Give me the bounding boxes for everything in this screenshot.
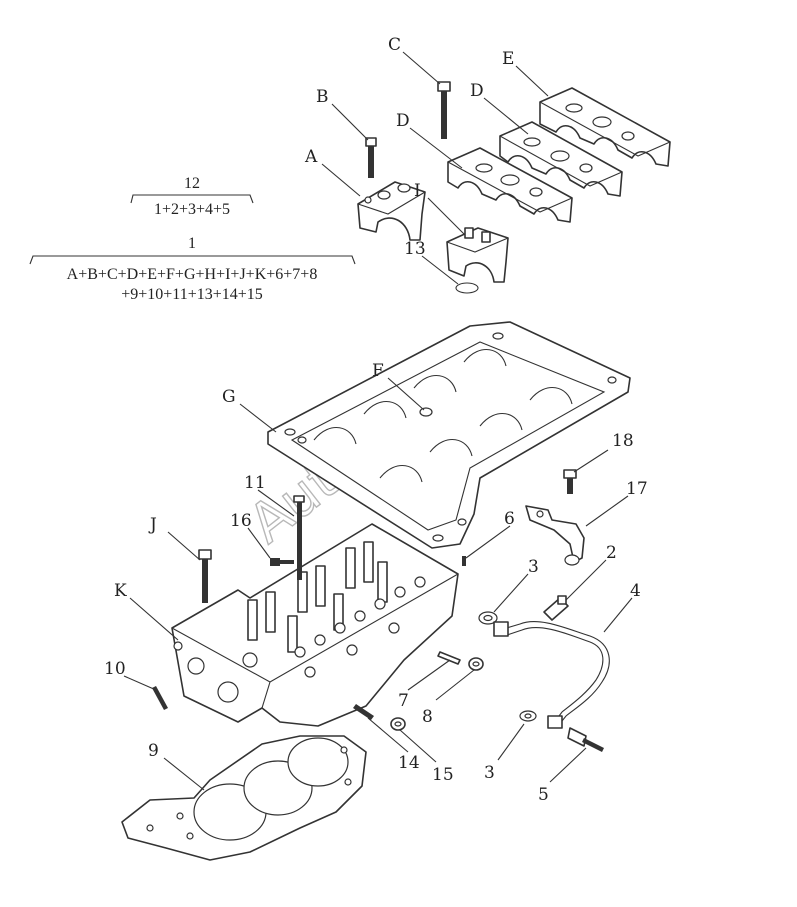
head-gasket-9 <box>121 735 367 861</box>
formula-12-number: 12 <box>184 175 200 192</box>
washer-3-lower <box>519 710 537 722</box>
callout-4: 4 <box>630 581 641 601</box>
cylinder-head-K <box>171 523 459 727</box>
callout-3-upper: 3 <box>528 557 539 577</box>
camshaft-cap-A <box>357 181 426 241</box>
pin-7 <box>437 651 461 665</box>
callout-D-lower: D <box>396 111 410 131</box>
callout-16: 16 <box>230 511 252 531</box>
bracket-17 <box>525 505 585 566</box>
callout-D-upper: D <box>470 81 484 101</box>
formula-assembly-12: 12 1+2+3+4+5 <box>130 175 254 218</box>
pin-6 <box>462 556 466 566</box>
camshaft-cap-D-lower <box>447 147 573 223</box>
formula-12-bracket <box>130 194 254 204</box>
callout-6: 6 <box>504 509 515 529</box>
callout-14: 14 <box>398 753 420 773</box>
callout-labels: A B C D D E I 13 F G 11 16 J K 10 9 6 18… <box>104 35 648 805</box>
bolt-5 <box>567 727 604 752</box>
callout-5: 5 <box>538 785 549 805</box>
formula-1-line2: +9+10+11+13+14+15 <box>121 286 263 303</box>
camshaft-cap-E <box>539 87 671 167</box>
callout-10: 10 <box>104 659 126 679</box>
callout-C: C <box>388 35 401 55</box>
camshaft-cap-D-upper <box>499 121 623 197</box>
bolt-16 <box>270 558 294 566</box>
callout-18: 18 <box>612 431 634 451</box>
nut-8 <box>468 657 484 671</box>
bolt-18 <box>563 469 577 494</box>
bolt-B <box>365 137 377 178</box>
formula-1-bracket <box>29 255 356 265</box>
callout-3-lower: 3 <box>484 763 495 783</box>
nut-15 <box>390 717 406 731</box>
callout-8: 8 <box>422 707 433 727</box>
callout-9: 9 <box>148 741 159 761</box>
callout-J: J <box>148 515 157 535</box>
o-ring-13 <box>455 282 479 294</box>
bolt-C <box>437 81 451 139</box>
formula-12-components: 1+2+3+4+5 <box>154 201 230 218</box>
callout-11: 11 <box>244 473 266 493</box>
bolt-J <box>198 549 212 603</box>
callout-G: G <box>222 387 236 407</box>
leader-lines <box>123 51 633 791</box>
callout-A: A <box>304 147 318 167</box>
callout-2: 2 <box>606 543 617 563</box>
sensor-2 <box>543 595 569 621</box>
callout-15: 15 <box>432 765 454 785</box>
camshaft-carrier-G <box>267 321 631 549</box>
callout-13: 13 <box>404 239 426 259</box>
callout-K: K <box>114 581 127 601</box>
callout-7: 7 <box>398 691 409 711</box>
callout-E: E <box>502 49 514 69</box>
washer-3-upper <box>478 611 498 625</box>
callout-17: 17 <box>626 479 648 499</box>
stud-14 <box>353 704 374 720</box>
callout-I: I <box>414 181 421 201</box>
callout-B: B <box>316 87 329 107</box>
camshaft-cap-I <box>446 227 509 283</box>
callout-F: F <box>372 361 384 381</box>
formula-1-line1: A+B+C+D+E+F+G+H+I+J+K+6+7+8 <box>67 266 318 283</box>
dowel-10 <box>152 686 168 710</box>
formula-1-number: 1 <box>188 235 196 252</box>
formula-assembly-1: 1 A+B+C+D+E+F+G+H+I+J+K+6+7+8 +9+10+11+1… <box>29 235 356 303</box>
bolt-11 <box>293 495 305 580</box>
oil-pipe-4 <box>493 621 610 729</box>
